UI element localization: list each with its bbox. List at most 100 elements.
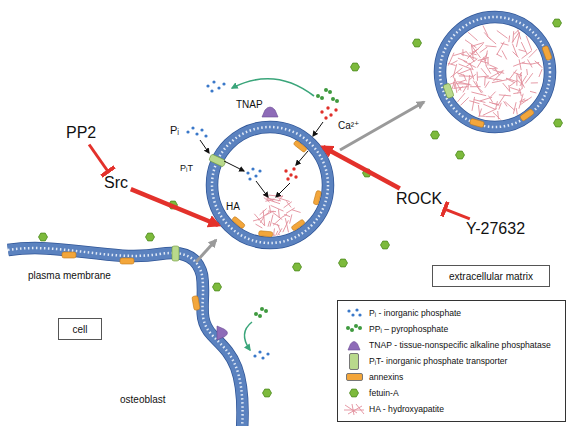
ha-fiber [501, 43, 509, 45]
region-box: extracellular matrix [432, 265, 550, 287]
ha-fiber [274, 235, 275, 243]
fetuin-a [456, 151, 465, 159]
pi-dot [251, 167, 254, 170]
ha-fiber [519, 59, 521, 70]
annexin [520, 109, 535, 122]
ha-fiber [467, 31, 478, 41]
ha-fiber [496, 101, 498, 109]
ha-fiber [484, 77, 486, 85]
pi-dot [254, 174, 257, 177]
pi-dot [195, 132, 198, 135]
ca-dot [284, 169, 287, 172]
ha-fiber [253, 219, 260, 221]
ha-fiber [469, 101, 479, 104]
fetuin-a [263, 389, 272, 397]
legend-sample [341, 354, 367, 368]
ha-fiber [509, 82, 515, 86]
ha-fiber [503, 83, 510, 91]
annexin [120, 258, 134, 264]
fetuin-a [554, 119, 563, 127]
ha-fiber [518, 29, 521, 40]
matrix-vesicle: HA [206, 121, 334, 249]
ha-fiber [486, 66, 491, 74]
phosphate-dots [206, 80, 225, 92]
ha-fiber [463, 85, 468, 93]
legend-box: Pᵢ - inorganic phosphatePPᵢ – pyrophosph… [337, 300, 566, 422]
ha-fiber [478, 87, 484, 92]
fetuin-a [363, 169, 372, 177]
ha-fiber [528, 59, 533, 67]
ha-fiber [497, 54, 502, 57]
pi-dot [212, 80, 215, 83]
ha-fiber [539, 69, 542, 77]
ha-fiber [454, 82, 455, 89]
ha-fiber [489, 96, 493, 103]
tnap-reaction-arrow [244, 322, 252, 350]
annexin [293, 140, 307, 153]
legend-sample [341, 402, 367, 416]
legend-icon [342, 306, 366, 320]
ha-fiber [474, 100, 486, 103]
ion-label: Pᵢ [170, 124, 179, 136]
legend-row: PᵢT- inorganic phosphate transporter [341, 353, 562, 369]
vesicle-membrane [440, 17, 550, 127]
ha-fiber [469, 74, 476, 80]
ha-fiber [479, 116, 485, 117]
ha-fiber [509, 70, 517, 80]
ca-dot [324, 116, 327, 119]
membrane-band [8, 248, 243, 426]
ppi-dot [258, 314, 262, 318]
pi-dot [204, 134, 207, 137]
ha-fiber [517, 88, 522, 93]
ha-fiber [478, 76, 490, 77]
ha-crystals [253, 194, 301, 245]
ha-fiber [485, 46, 496, 47]
vesicle-membrane [212, 127, 328, 243]
ha-fiber [520, 99, 526, 102]
ha-fiber [487, 36, 496, 44]
legend-sample [341, 338, 367, 352]
ca-dot [320, 110, 323, 113]
legend-text: annexins [367, 372, 403, 382]
pi-dot [246, 171, 249, 174]
ha-fiber [459, 80, 466, 82]
ha-fiber [268, 211, 276, 213]
ha-fiber [458, 86, 463, 91]
ha-fiber [270, 215, 273, 227]
ppi-dot [328, 90, 332, 94]
ca-dot [334, 108, 337, 111]
ha-fiber [472, 97, 475, 111]
membrane-lipids [8, 248, 243, 426]
ha-fiber [466, 59, 477, 67]
ha-fiber [457, 93, 466, 103]
inhibitor-label: Y-27632 [466, 220, 525, 238]
legend-icon [342, 338, 366, 352]
ha-fiber [497, 42, 505, 55]
ppi-dot [320, 96, 324, 100]
pi-dot [261, 356, 264, 359]
progression-arrow [196, 240, 216, 262]
ha-fiber [510, 88, 520, 91]
cell-type-label: osteoblast [120, 394, 166, 405]
transporter-label: PᵢT [180, 164, 193, 174]
ppi-dot [335, 99, 339, 103]
ha-fiber [269, 195, 283, 197]
ca-dot [289, 173, 292, 176]
node-text: Y-27632 [466, 220, 525, 237]
tnap-reaction-arrow [232, 79, 314, 96]
membrane-outline [8, 248, 243, 426]
ha-fiber [284, 214, 290, 216]
ppi-dot [316, 94, 320, 98]
ha-fiber [269, 206, 270, 214]
ha-fiber [525, 73, 533, 83]
ca-dot [286, 177, 289, 180]
fetuin-a [553, 19, 562, 27]
ha-fiber [446, 63, 455, 66]
inhibition-connector [89, 145, 108, 172]
node-text: extracellular matrix [449, 271, 533, 282]
ha-fiber [471, 92, 486, 96]
legend-sample [341, 306, 367, 320]
node-text: HA [226, 201, 240, 212]
pi-dot [248, 177, 251, 180]
